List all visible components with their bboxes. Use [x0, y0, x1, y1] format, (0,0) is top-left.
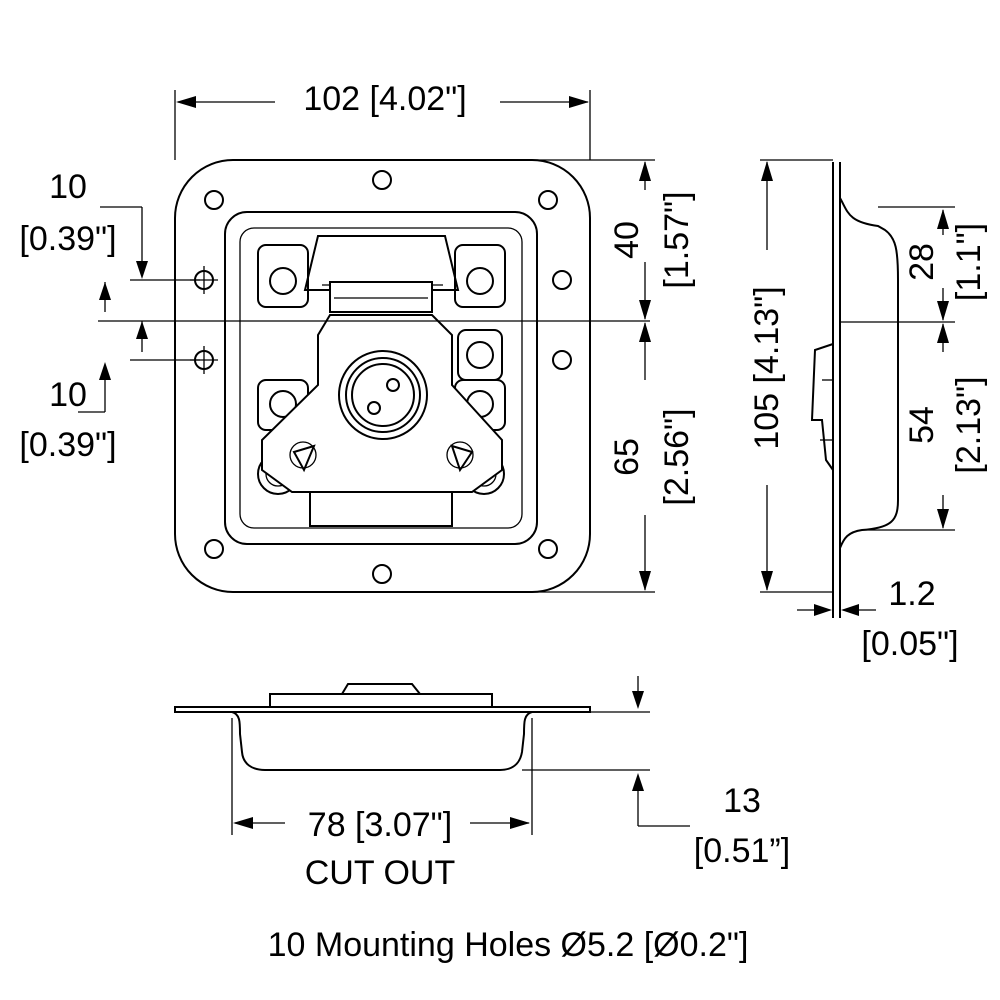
- mounting-holes-note: 10 Mounting Holes Ø5.2 [Ø0.2"]: [268, 926, 749, 964]
- mounting-hole: [538, 190, 558, 210]
- mounting-hole: [552, 350, 572, 370]
- side-upper-in: [1.1"]: [950, 223, 988, 301]
- dim-hole-offset: 10 [0.39"] 10 [0.39"]: [19, 168, 200, 464]
- recess-inner-edge: [239, 227, 523, 529]
- dim-cutout: 78 [3.07"] CUT OUT: [231, 718, 533, 892]
- dim-depth: 13 [0.51”]: [522, 676, 790, 870]
- mounting-hole: [538, 539, 558, 559]
- side-upper-mm: 28: [903, 243, 941, 281]
- mounting-hole: [204, 190, 224, 210]
- overall-height-label: 105 [4.13"]: [748, 286, 786, 449]
- hole-offset-bottom-in: [0.39"]: [19, 426, 116, 464]
- hole-offset-top-in: [0.39"]: [19, 220, 116, 258]
- mounting-hole: [372, 170, 392, 190]
- cutout-label: CUT OUT: [305, 854, 455, 892]
- mounting-hole: [372, 564, 392, 584]
- outer-flange-plate: [174, 159, 591, 593]
- recess-outer-edge: [224, 211, 538, 545]
- hole-offset-bottom-mm: 10: [49, 376, 87, 414]
- dim-side-overall: 105 [4.13"]: [748, 159, 833, 593]
- cutout-width-label: 78 [3.07"]: [308, 806, 452, 844]
- upper-height-in: [1.57"]: [658, 191, 696, 288]
- dim-overall-width: 102 [4.02"]: [174, 80, 591, 160]
- depth-mm: 13: [723, 782, 761, 820]
- dim-thickness: 1.2 [0.05"]: [797, 575, 959, 663]
- side-lower-in: [2.13"]: [950, 376, 988, 473]
- dim-side-right: 28 [1.1"] 54 [2.13"]: [862, 206, 988, 531]
- front-view: [98, 159, 650, 593]
- mounting-hole: [204, 539, 224, 559]
- side-view: [810, 162, 899, 618]
- upper-height-mm: 40: [608, 221, 646, 259]
- hole-offset-top-mm: 10: [49, 168, 87, 206]
- thickness-in: [0.05"]: [861, 625, 958, 663]
- lower-height-in: [2.56"]: [658, 408, 696, 505]
- overall-width-label: 102 [4.02"]: [303, 80, 466, 118]
- thickness-mm: 1.2: [888, 575, 935, 613]
- dim-front-heights: 40 [1.57"] 65 [2.56"]: [520, 159, 696, 593]
- lower-height-mm: 65: [608, 438, 646, 476]
- bottom-view: [174, 683, 591, 771]
- mounting-hole: [552, 270, 572, 290]
- depth-in: [0.51”]: [694, 832, 790, 870]
- lock-cylinder: [338, 350, 428, 440]
- side-lower-mm: 54: [903, 406, 941, 444]
